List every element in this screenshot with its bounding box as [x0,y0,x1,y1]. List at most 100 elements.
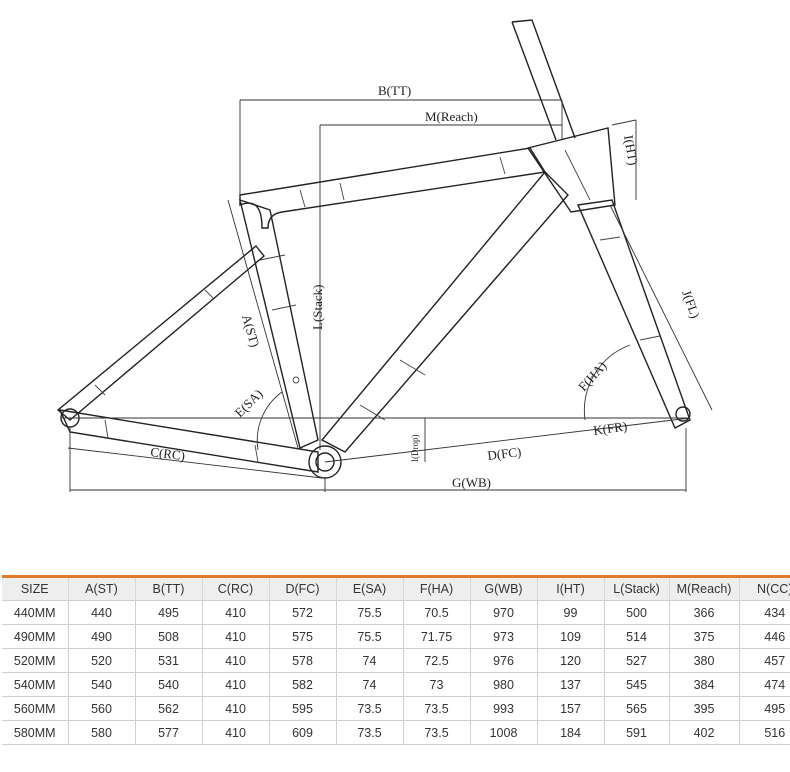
table-cell: 75.5 [336,600,404,625]
table-cell: 973 [470,624,538,649]
table-cell: 527 [604,648,670,673]
label-fl: J(FL) [679,288,703,320]
table-cell: 375 [669,624,740,649]
table-cell: 495 [739,696,790,721]
table-cell: 970 [470,600,538,625]
table-cell: 531 [135,648,203,673]
table-cell: 380 [669,648,740,673]
column-header: F(HA) [403,575,471,601]
table-cell: 520 [68,648,136,673]
table-cell: 540 [68,672,136,697]
table-header-row: SIZE A(ST) B(TT) C(RC) D(FC) E(SA) F(HA)… [2,575,790,601]
table-cell: 609 [269,720,337,745]
label-fr: K(FR) [592,418,628,438]
label-ht: I(HT) [621,134,641,166]
table-cell: 508 [135,624,203,649]
column-header: G(WB) [470,575,538,601]
size-cell: 490MM [2,624,69,649]
table-cell: 75.5 [336,624,404,649]
column-header: E(SA) [336,575,404,601]
table-cell: 109 [537,624,605,649]
table-cell: 410 [202,624,270,649]
label-rc: C(RC) [150,444,186,463]
table-cell: 582 [269,672,337,697]
table-cell: 410 [202,720,270,745]
label-ha: F(HA) [575,358,609,394]
column-header: L(Stack) [604,575,670,601]
table-cell: 73.5 [336,696,404,721]
table-cell: 395 [669,696,740,721]
table-cell: 560 [68,696,136,721]
table-cell: 578 [269,648,337,673]
label-drop: I(Drop) [410,435,420,463]
label-fc: D(FC) [487,444,523,463]
label-wb: G(WB) [452,475,491,490]
table-cell: 993 [470,696,538,721]
dimension-lines [62,99,713,492]
table-cell: 976 [470,648,538,673]
table-cell: 440 [68,600,136,625]
table-cell: 120 [537,648,605,673]
table-cell: 457 [739,648,790,673]
column-header: M(Reach) [669,575,740,601]
table-cell: 72.5 [403,648,471,673]
frame-geometry-diagram: B(TT) M(Reach) I(HT) L(Stack) A(ST) E(SA… [56,19,713,492]
label-st: A(ST) [239,313,263,349]
table-cell: 402 [669,720,740,745]
table-cell: 572 [269,600,337,625]
table-cell: 980 [470,672,538,697]
column-header: N(CC) [739,575,790,601]
table-cell: 580 [68,720,136,745]
table-cell: 575 [269,624,337,649]
table-cell: 99 [537,600,605,625]
table-cell: 74 [336,648,404,673]
geometry-table: SIZE A(ST) B(TT) C(RC) D(FC) E(SA) F(HA)… [2,575,790,745]
label-stack: L(Stack) [310,285,325,330]
table-cell: 73.5 [403,720,471,745]
size-cell: 540MM [2,672,69,697]
table-cell: 410 [202,600,270,625]
table-cell: 577 [135,720,203,745]
table-cell: 595 [269,696,337,721]
table-cell: 366 [669,600,740,625]
table-cell: 562 [135,696,203,721]
table-cell: 545 [604,672,670,697]
table-cell: 73 [403,672,471,697]
table-cell: 71.75 [403,624,471,649]
table-cell: 490 [68,624,136,649]
table-cell: 1008 [470,720,538,745]
size-cell: 440MM [2,600,69,625]
column-header: SIZE [2,575,69,601]
table-cell: 157 [537,696,605,721]
column-header: B(TT) [135,575,203,601]
table-cell: 434 [739,600,790,625]
table-cell: 410 [202,696,270,721]
column-header: D(FC) [269,575,337,601]
table-cell: 137 [537,672,605,697]
size-cell: 560MM [2,696,69,721]
table-cell: 74 [336,672,404,697]
size-cell: 580MM [2,720,69,745]
table-cell: 384 [669,672,740,697]
table-cell: 70.5 [403,600,471,625]
size-cell: 520MM [2,648,69,673]
table-cell: 591 [604,720,670,745]
table-cell: 514 [604,624,670,649]
table-cell: 500 [604,600,670,625]
table-cell: 73.5 [336,720,404,745]
table-cell: 446 [739,624,790,649]
label-sa: E(SA) [232,386,266,420]
table-cell: 565 [604,696,670,721]
table-cell: 410 [202,648,270,673]
table-cell: 474 [739,672,790,697]
label-reach: M(Reach) [425,109,478,124]
column-header: I(HT) [537,575,605,601]
table-cell: 73.5 [403,696,471,721]
